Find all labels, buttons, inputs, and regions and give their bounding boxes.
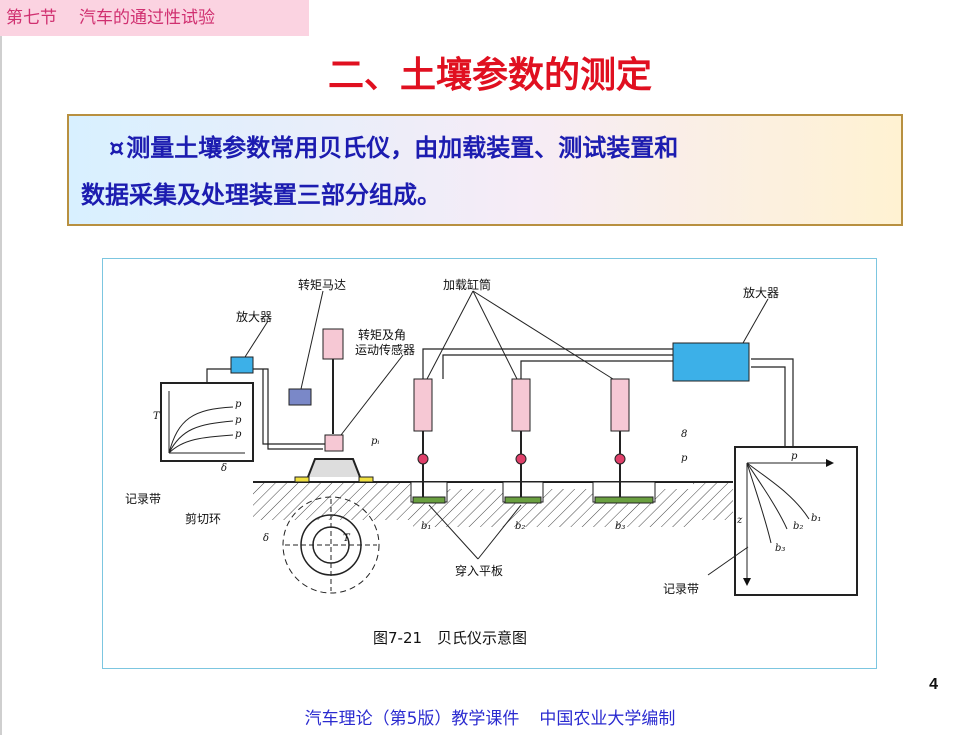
wire-right-1	[422, 348, 673, 379]
intro-text-box: ¤测量土壤参数常用贝氏仪，由加载装置、测试装置和 数据采集及处理装置三部分组成。	[67, 114, 903, 226]
wire-left-1	[206, 368, 323, 450]
symbol-b3: b₃	[615, 521, 625, 532]
symbol-T-ring: T	[343, 533, 351, 544]
footer-course: 汽车理论（第5版）教学课件	[304, 709, 520, 729]
intro-line-2: 数据采集及处理装置三部分组成。	[81, 180, 441, 209]
amplifier-right-box	[672, 342, 750, 382]
symbol-b3-right: b₃	[775, 543, 785, 554]
symbol-b1: b₁	[421, 521, 431, 532]
diagram-caption: 图7-21 贝氏仪示意图	[373, 629, 527, 647]
intro-line-1: ¤测量土壤参数常用贝氏仪，由加载装置、测试装置和	[81, 124, 891, 171]
symbol-delta-ring: δ	[263, 533, 269, 544]
leader-torque-motor	[300, 290, 324, 390]
symbol-b2: b₂	[515, 521, 525, 532]
footer: 汽车理论（第5版）教学课件中国农业大学编制	[0, 704, 980, 734]
section-tab: 第七节 汽车的通过性试验	[0, 0, 309, 36]
leader-torque-sensor	[340, 354, 404, 436]
soil-hatch-right	[693, 482, 733, 520]
leader-load-cylinder-1	[426, 290, 474, 380]
left-border-rule	[0, 0, 2, 735]
symbol-p1: p	[235, 399, 242, 410]
symbol-p-main: p	[681, 453, 688, 464]
symbol-p2: p	[235, 415, 242, 426]
symbol-T-left: T	[153, 411, 161, 422]
label-torque-motor: 转矩马达	[298, 277, 346, 292]
symbol-p-i: pᵢ	[371, 436, 379, 447]
page-number: 4	[929, 676, 938, 693]
penetration-plate-3	[594, 496, 654, 504]
amplifier-left-box	[230, 356, 254, 374]
symbol-8: 8	[681, 429, 687, 440]
label-penetration-plate: 穿入平板	[455, 563, 503, 578]
penetration-plate-2	[504, 496, 542, 504]
leader-penetration-plate-2	[477, 504, 522, 560]
load-cylinder-1	[413, 378, 433, 497]
wire-right-4	[751, 358, 794, 447]
wire-right-2	[442, 354, 673, 379]
label-recorder-right: 记录带	[663, 582, 699, 596]
label-amplifier-left: 放大器	[236, 309, 272, 324]
symbol-delta-left: δ	[221, 463, 227, 474]
section-label: 第七节	[6, 8, 57, 28]
shear-ring-assembly	[288, 328, 374, 483]
symbol-b1-right: b₁	[811, 513, 821, 524]
label-recorder-left: 记录带	[125, 492, 161, 506]
intro-line-1-text: 测量土壤参数常用贝氏仪，由加载装置、测试装置和	[126, 133, 679, 162]
shear-ring-top-view	[282, 496, 380, 594]
leader-load-cylinder-3	[472, 290, 614, 380]
bevameter-diagram: 转矩马达 加载缸筒 放大器 放大器 转矩及角 运动传感器 记录带 剪切环 穿入平…	[125, 277, 858, 647]
leader-penetration-plate-1	[428, 504, 479, 560]
wire-right-5	[751, 366, 786, 447]
soil-hatch-left	[253, 482, 413, 520]
symbol-p3: p	[235, 429, 242, 440]
load-cylinder-2	[511, 378, 531, 497]
bullet-icon: ¤	[109, 133, 125, 162]
recorder-left-chart	[160, 382, 254, 462]
leader-amplifier-right	[742, 298, 769, 344]
slide-title: 二、土壤参数的测定	[327, 55, 652, 96]
wire-left-2	[262, 369, 325, 445]
bevameter-diagram-panel: 转矩马达 加载缸筒 放大器 放大器 转矩及角 运动传感器 记录带 剪切环 穿入平…	[102, 258, 877, 669]
leader-amplifier-left	[244, 320, 269, 358]
symbol-p-right: p	[791, 451, 798, 462]
label-torque-sensor-line2: 运动传感器	[355, 342, 415, 357]
wire-right-3	[520, 360, 673, 379]
symbol-b2-right: b₂	[793, 521, 803, 532]
footer-publisher: 中国农业大学编制	[539, 709, 676, 729]
label-load-cylinder: 加载缸筒	[443, 277, 491, 292]
leader-load-cylinder-2	[472, 290, 518, 380]
label-torque-sensor-line1: 转矩及角	[358, 327, 406, 342]
label-shear-ring: 剪切环	[185, 511, 221, 526]
symbol-z: z	[736, 515, 743, 526]
load-cylinder-3	[610, 378, 630, 497]
recorder-right-chart	[734, 446, 858, 596]
leader-recorder-right	[707, 546, 749, 576]
penetration-plate-1	[412, 496, 446, 504]
label-amplifier-right: 放大器	[743, 285, 779, 300]
section-title: 汽车的通过性试验	[79, 8, 215, 28]
